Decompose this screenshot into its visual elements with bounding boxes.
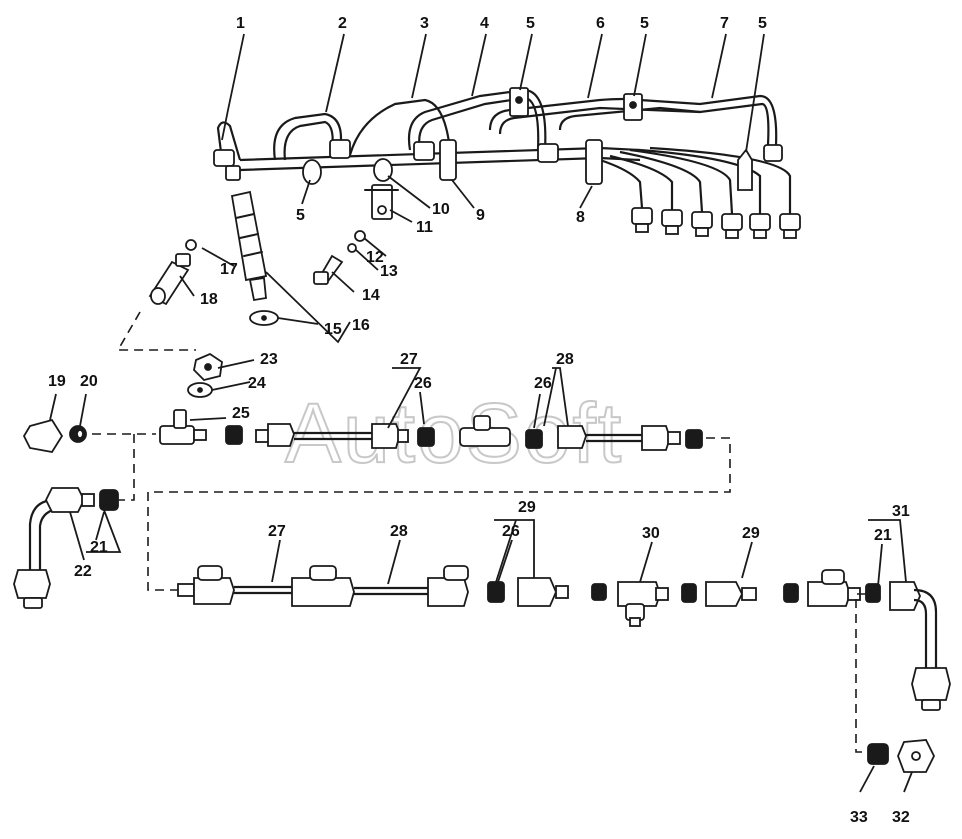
label-4: 4 [480, 15, 489, 32]
label-13: 13 [380, 263, 398, 280]
label-7: 7 [720, 15, 729, 32]
middle-line-parts [13, 352, 703, 609]
label-21b: 21 [874, 527, 892, 544]
label-32: 32 [892, 809, 910, 826]
label-28a: 28 [556, 351, 574, 368]
label-5d: 5 [296, 207, 305, 224]
leader-lines [49, 33, 913, 793]
label-5a: 5 [526, 15, 535, 32]
connection-lines [92, 311, 868, 753]
label-17: 17 [220, 261, 238, 278]
lower-line-parts [177, 565, 951, 773]
label-19: 19 [48, 373, 66, 390]
label-26b: 26 [534, 375, 552, 392]
label-11: 11 [416, 219, 433, 236]
callout-labels: 1 2 3 4 5 6 5 7 5 5 10 9 8 11 12 13 14 1… [48, 15, 910, 826]
injector-group [148, 190, 279, 326]
label-31: 31 [892, 503, 910, 520]
label-33: 33 [850, 809, 868, 826]
label-29a: 29 [518, 499, 536, 516]
label-26a: 26 [414, 375, 432, 392]
label-25: 25 [232, 405, 250, 422]
label-30: 30 [642, 525, 660, 542]
label-28b: 28 [390, 523, 408, 540]
label-10: 10 [432, 201, 450, 218]
label-15: 15 [324, 321, 342, 338]
label-12: 12 [366, 249, 384, 266]
label-5b: 5 [640, 15, 649, 32]
label-6: 6 [596, 15, 605, 32]
injection-pipe-assembly [213, 87, 801, 286]
label-1: 1 [236, 15, 245, 32]
label-26c: 26 [502, 523, 520, 540]
label-24: 24 [248, 375, 266, 392]
label-23: 23 [260, 351, 278, 368]
label-2: 2 [338, 15, 347, 32]
label-9: 9 [476, 207, 485, 224]
label-16: 16 [352, 317, 370, 334]
label-29b: 29 [742, 525, 760, 542]
label-14: 14 [362, 287, 380, 304]
label-18: 18 [200, 291, 218, 308]
label-20: 20 [80, 373, 98, 390]
label-5c: 5 [758, 15, 767, 32]
label-27b: 27 [268, 523, 286, 540]
label-22: 22 [74, 563, 92, 580]
label-27a: 27 [400, 351, 418, 368]
label-3: 3 [420, 15, 429, 32]
label-8: 8 [576, 209, 585, 226]
label-21a: 21 [90, 539, 108, 556]
